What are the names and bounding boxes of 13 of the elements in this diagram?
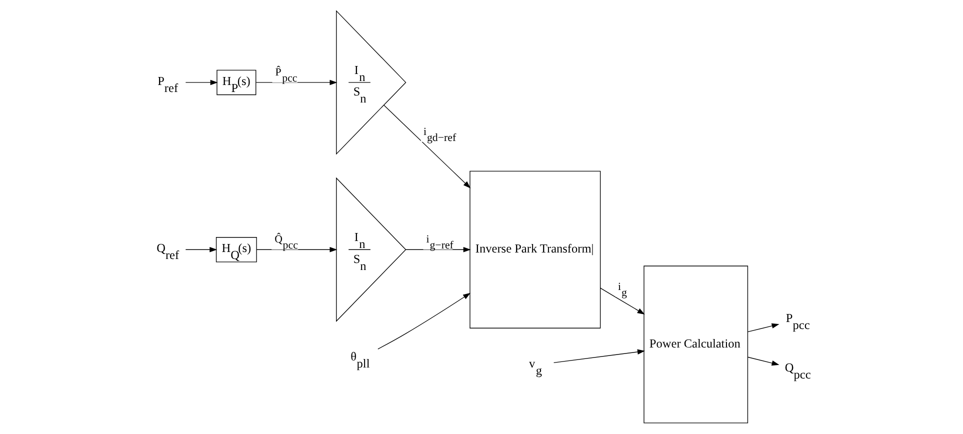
arrow [377, 292, 470, 350]
arrow [404, 247, 470, 252]
arrow [383, 104, 470, 188]
arrow [746, 323, 779, 332]
arrow [256, 247, 337, 252]
arrow [184, 80, 218, 86]
arrow [255, 80, 337, 86]
arrow [600, 288, 644, 315]
node-box: Inverse Park Transform| [469, 170, 600, 328]
arrow [184, 247, 217, 252]
arrow [552, 349, 644, 363]
node-box: Power Calculation [643, 266, 748, 424]
arrow [746, 356, 779, 366]
